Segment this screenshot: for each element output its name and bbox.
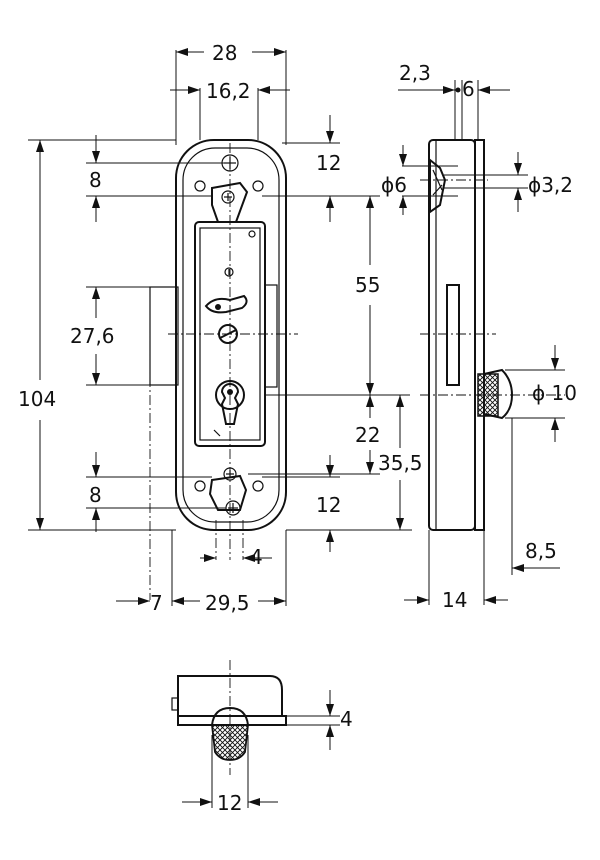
dim-8-5: 8,5 — [525, 539, 557, 563]
dim-2-3: 2,3 — [399, 61, 431, 85]
dim-12-bottom: 12 — [316, 493, 341, 517]
screw-bottom-left — [194, 480, 206, 492]
dim-6: 6 — [462, 77, 475, 101]
bottom-knob-dome — [210, 706, 250, 726]
bottom-case — [177, 675, 283, 717]
bottom-view — [171, 660, 340, 808]
dim-phi-3-2: ϕ3,2 — [528, 173, 573, 197]
front-plate-outer — [175, 139, 287, 531]
dim-phi-10: ϕ 10 — [532, 381, 577, 405]
pin — [224, 267, 234, 277]
latch-arc — [204, 294, 248, 314]
dim-12-bottom-view: 12 — [217, 791, 242, 815]
side-labels: 2,3 6 ϕ6 ϕ3,2 ϕ 10 8,5 14 — [381, 61, 577, 612]
front-dimensions — [28, 48, 412, 606]
bottom-tab — [208, 474, 248, 511]
side-plate — [474, 139, 485, 531]
side-screw — [429, 157, 447, 214]
screw-top-left — [194, 180, 206, 192]
dim-16-2: 16,2 — [206, 79, 251, 103]
bottom-tab-left — [171, 697, 179, 711]
dim-12-top: 12 — [316, 151, 341, 175]
dim-29-5: 29,5 — [205, 591, 250, 615]
dim-104: 104 — [18, 387, 56, 411]
screw-top-right — [252, 180, 264, 192]
front-labels: 28 16,2 8 12 104 27,6 55 22 35,5 8 12 4 … — [18, 41, 423, 615]
dim-27-6: 27,6 — [70, 324, 115, 348]
case-side-block — [149, 286, 179, 386]
keyhole — [220, 383, 240, 425]
dim-35-5: 35,5 — [378, 451, 423, 475]
side-view — [420, 139, 565, 531]
dim-8-top: 8 — [89, 168, 102, 192]
dim-55: 55 — [355, 273, 380, 297]
dim-4-slot: 4 — [250, 545, 263, 569]
top-tab — [211, 181, 249, 223]
dim-22: 22 — [355, 423, 380, 447]
dim-4-bottom: 4 — [340, 707, 353, 731]
screw-top-mid — [221, 190, 235, 204]
dim-7: 7 — [150, 591, 163, 615]
dim-phi-6: ϕ6 — [381, 173, 407, 197]
front-plate-inner — [182, 147, 280, 523]
dim-28: 28 — [212, 41, 237, 65]
bolt-slot — [264, 284, 278, 388]
screw-bottom-right — [252, 480, 264, 492]
dim-14: 14 — [442, 588, 467, 612]
side-dimensions — [398, 80, 565, 605]
bottom-labels: 4 12 — [217, 707, 353, 815]
bottom-plate — [177, 715, 287, 726]
front-view — [143, 139, 298, 600]
side-slot — [446, 284, 460, 386]
dim-8-bottom: 8 — [89, 483, 102, 507]
